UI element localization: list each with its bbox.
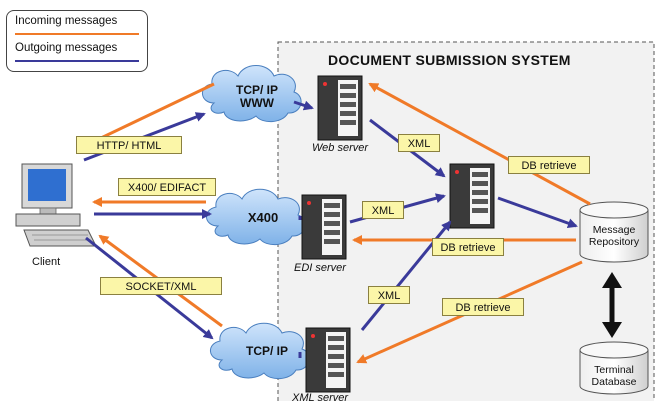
message-repository-icon: [579, 201, 649, 263]
sync-arrow: [602, 272, 622, 338]
cloud-tcp-www-label: TCP/ IP WWW: [222, 84, 292, 110]
repository-line1: Message: [592, 224, 636, 236]
arrow-repo-to-web: [368, 82, 591, 206]
arrow-central-to-repository: [497, 196, 578, 229]
cloud-tcp-ip: [210, 322, 310, 380]
terminal-database-icon: [579, 341, 649, 395]
protocol-socket-label: SOCKET/XML: [100, 277, 222, 295]
protocol-x400-label: X400/ EDIFACT: [118, 178, 216, 196]
terminal-database-label: Terminal Database: [580, 364, 648, 388]
xml-label-bottom: XML: [368, 286, 410, 304]
edi-server-label: EDI server: [294, 262, 346, 274]
legend: Incoming messages Outgoing messages: [6, 10, 148, 72]
protocol-http-label: HTTP/ HTML: [76, 136, 182, 154]
db-retrieve-label-bottom: DB retrieve: [442, 298, 524, 316]
db-retrieve-label-top: DB retrieve: [508, 156, 590, 174]
xml-label-top: XML: [398, 134, 440, 152]
web-server-label: Web server: [312, 142, 369, 154]
cloud-tcp-ip-label: TCP/ IP: [245, 344, 288, 358]
terminal-line1: Terminal: [594, 364, 634, 376]
terminal-line2: Database: [591, 376, 637, 388]
repository-line2: Repository: [588, 236, 640, 248]
web-server-icon: [317, 75, 363, 141]
db-retrieve-label-mid: DB retrieve: [432, 238, 504, 256]
edi-server-icon: [301, 194, 347, 260]
legend-outgoing-label: Outgoing messages: [15, 42, 118, 54]
cloud-x400: [206, 188, 306, 246]
legend-incoming-swatch: [15, 33, 139, 35]
arrow-www-to-webserver: [293, 100, 314, 111]
message-repository-label: Message Repository: [580, 224, 648, 248]
cloud-tcp-www-line2: WWW: [240, 96, 274, 110]
cloud-tcp-www-line1: TCP/ IP: [235, 83, 278, 97]
central-server-icon: [449, 163, 495, 229]
legend-incoming-label: Incoming messages: [15, 15, 118, 27]
legend-outgoing-swatch: [15, 60, 139, 62]
system-title: DOCUMENT SUBMISSION SYSTEM: [328, 52, 571, 68]
xml-server-icon: [305, 327, 351, 393]
client-computer-icon: [15, 163, 97, 247]
xml-server-label: XML server: [292, 392, 349, 404]
cloud-x400-label: X400: [247, 210, 279, 225]
cloud-tcp-www: [202, 65, 302, 123]
client-label: Client: [32, 256, 61, 268]
xml-label-mid: XML: [362, 201, 404, 219]
